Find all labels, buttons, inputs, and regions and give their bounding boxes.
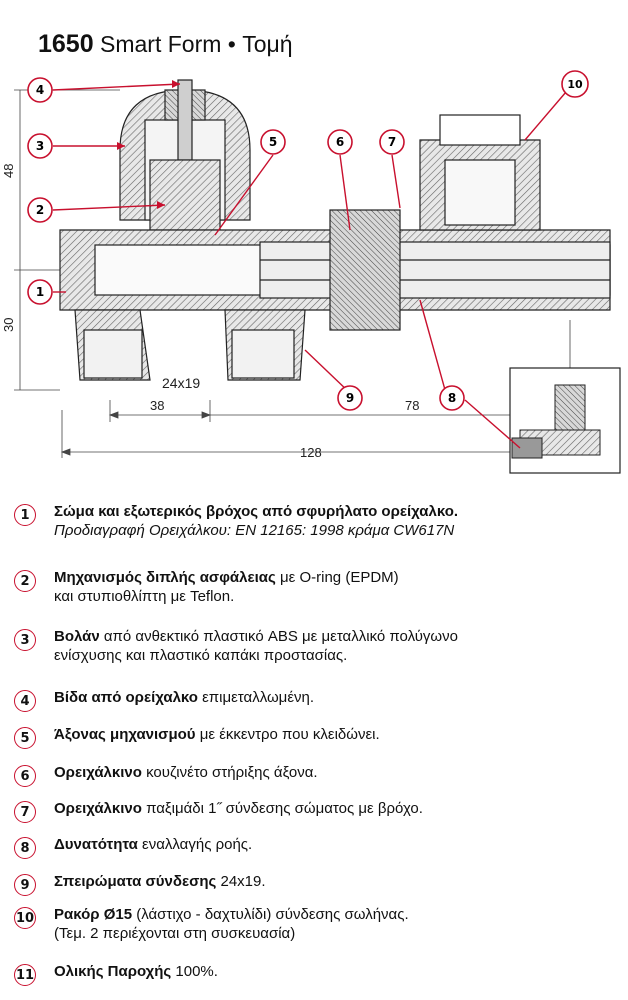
item-text: παξιμάδι 1˝ σύνδεσης σώματος με βρόχο. (141, 800, 423, 817)
item-text: με O-ring (EPDM) (275, 569, 399, 586)
legend-item-2: 2 Μηχανισμός διπλής ασφάλειας με O-ring (… (14, 568, 624, 606)
dimension-lines (14, 89, 572, 458)
item-bold-text: Ρακόρ Ø15 (54, 906, 133, 923)
legend-item-8: 8 Δυνατότητα εναλλαγής ροής. (14, 835, 624, 859)
item-number-badge: 2 (14, 570, 36, 592)
dim-30: 30 (1, 318, 16, 332)
callout-leaders (52, 80, 567, 449)
dim-38: 38 (150, 398, 164, 413)
item-number-badge: 8 (14, 837, 36, 859)
callout-7: 7 (379, 129, 405, 155)
legend-item-10: 10 Ρακόρ Ø15 (λάστιχο - δαχτυλίδι) σύνδεσ… (14, 905, 624, 943)
svg-text:5: 5 (269, 135, 277, 149)
item-number-badge: 4 (14, 690, 36, 712)
legend-item-9: 9 Σπειρώματα σύνδεσης 24x19. (14, 872, 624, 896)
item-bold-text: Σπειρώματα σύνδεσης (54, 873, 217, 890)
svg-text:2: 2 (36, 203, 44, 217)
item-number-badge: 7 (14, 801, 36, 823)
item-bold-text: Δυνατότητα (54, 836, 138, 853)
callout-circles: 4 3 2 1 5 6 7 10 9 8 (27, 70, 589, 411)
dim-128: 128 (300, 445, 322, 460)
callout-3: 3 (27, 133, 53, 159)
callout-5: 5 (260, 129, 286, 155)
dimension-texts: 48 30 24x19 38 78 128 (1, 164, 419, 460)
item-sub-text: και στυπιοθλίπτη με Teflon. (54, 588, 235, 605)
item-number-badge: 10 (14, 907, 36, 929)
svg-text:7: 7 (388, 135, 396, 149)
callout-8: 8 (439, 385, 465, 411)
model-number: 1650 (38, 30, 94, 58)
item-text: κουζινέτο στήριξης άξονα. (141, 764, 318, 781)
item-number-badge: 11 (14, 964, 36, 986)
item-number-badge: 3 (14, 629, 36, 651)
item-bold-text: Άξονας μηχανισμού (54, 726, 196, 743)
svg-text:1: 1 (36, 285, 44, 299)
item-number-badge: 1 (14, 504, 36, 526)
valve-body (59, 79, 611, 381)
legend-item-1: 1 Σώμα και εξωτερικός βρόχος από σφυρήλατ… (14, 502, 624, 540)
svg-text:4: 4 (36, 83, 44, 97)
item-bold-text: Βίδα από ορείχαλκο (54, 689, 198, 706)
dim-78: 78 (405, 398, 419, 413)
item-number-badge: 9 (14, 874, 36, 896)
callout-9: 9 (337, 385, 363, 411)
item-bold-text: Βολάν (54, 628, 100, 645)
page-title: 1650 Smart Form • Τομή (38, 30, 293, 59)
item-text: 24x19. (216, 873, 266, 890)
title-text: Smart Form • Τομή (100, 31, 293, 57)
svg-text:6: 6 (336, 135, 344, 149)
item-text: 100%. (171, 963, 218, 980)
svg-text:9: 9 (346, 391, 354, 405)
item-text: με έκκεντρο που κλειδώνει. (195, 726, 380, 743)
legend-item-11: 11 Ολικής Παροχής 100%. (14, 962, 624, 986)
item-bold-text: Σώμα και εξωτερικός βρόχος από σφυρήλατο… (54, 503, 459, 520)
svg-text:3: 3 (36, 139, 44, 153)
dim-thread: 24x19 (162, 375, 200, 391)
item-text: εναλλαγής ροής. (137, 836, 253, 853)
item-bold-text: Ολικής Παροχής (54, 963, 172, 980)
legend-item-3: 3 Βολάν από ανθεκτικό πλαστικό ABS με μετ… (14, 627, 624, 665)
item-spec-text: Προδιαγραφή Ορειχάλκου: EN 12165: 1998 κ… (54, 522, 455, 539)
item-bold-text: Ορειχάλκινο (54, 764, 142, 781)
item-text: επιμεταλλωμένη. (197, 689, 315, 706)
item-text: (λάστιχο - δαχτυλίδι) σύνδεσης σωλήνας. (132, 906, 409, 923)
callout-2: 2 (27, 197, 53, 223)
legend-item-5: 5 Άξονας μηχανισμού με έκκεντρο που κλειδ… (14, 725, 624, 749)
item-number-badge: 6 (14, 765, 36, 787)
legend-item-6: 6 Ορειχάλκινο κουζινέτο στήριξης άξονα. (14, 763, 624, 787)
item-bold-text: Μηχανισμός διπλής ασφάλειας (54, 569, 276, 586)
item-sub-text: (Τεμ. 2 περιέχονται στη συσκευασία) (54, 925, 296, 942)
item-bold-text: Ορειχάλκινο (54, 800, 142, 817)
callout-4: 4 (27, 77, 53, 103)
item-number-badge: 5 (14, 727, 36, 749)
item-sub-text: ενίσχυσης και πλαστικό καπάκι προστασίας… (54, 647, 348, 664)
item-text: από ανθεκτικό πλαστικό ABS με μεταλλικό … (99, 628, 458, 645)
legend-item-7: 7 Ορειχάλκινο παξιμάδι 1˝ σύνδεσης σώματο… (14, 799, 624, 823)
svg-text:10: 10 (567, 78, 583, 91)
inset-thumbnail (509, 367, 621, 474)
callout-6: 6 (327, 129, 353, 155)
callout-1: 1 (27, 279, 53, 305)
valve-cross-section-drawing: 48 30 24x19 38 78 128 (1, 70, 621, 474)
legend-item-4: 4 Βίδα από ορείχαλκο επιμεταλλωμένη. (14, 688, 624, 712)
callout-10: 10 (561, 70, 589, 98)
dim-48: 48 (1, 164, 16, 178)
svg-text:8: 8 (448, 391, 456, 405)
